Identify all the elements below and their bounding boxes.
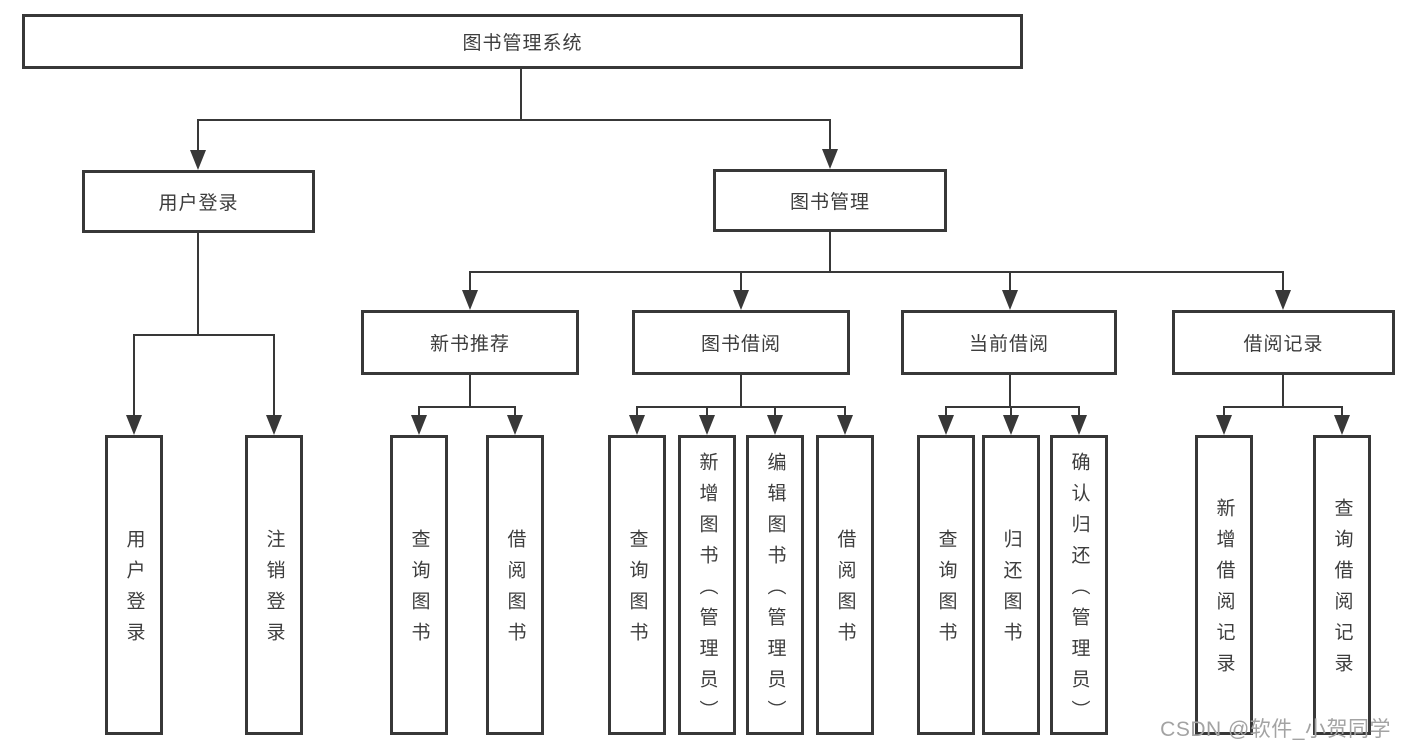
- connector-line: [1078, 406, 1080, 417]
- arrow-down-icon: [629, 415, 645, 435]
- leaf-add-borrow-record: 新增借阅记录: [1195, 435, 1253, 735]
- connector-line: [1009, 375, 1011, 408]
- leaf-return-books: 归还图书: [982, 435, 1040, 735]
- leaf-logout: 注销登录: [245, 435, 303, 735]
- connector-line: [1223, 406, 1225, 417]
- leaf-label: 查询图书: [408, 529, 430, 653]
- connector-line: [1282, 271, 1284, 293]
- connector-line: [844, 406, 846, 417]
- connector-line: [197, 119, 831, 121]
- connector-line: [1282, 375, 1284, 408]
- node-new-book-recommend: 新书推荐: [361, 310, 579, 375]
- connector-line: [1009, 271, 1011, 293]
- arrow-down-icon: [767, 415, 783, 435]
- connector-line: [469, 375, 471, 408]
- arrow-down-icon: [822, 149, 838, 169]
- leaf-edit-books-admin: 编辑图书（管理员）: [746, 435, 804, 735]
- connector-line: [418, 406, 420, 417]
- leaf-query-borrow-record: 查询借阅记录: [1313, 435, 1371, 735]
- arrow-down-icon: [1002, 290, 1018, 310]
- arrow-down-icon: [1071, 415, 1087, 435]
- arrow-down-icon: [733, 290, 749, 310]
- leaf-label: 查询图书: [935, 529, 957, 653]
- leaf-label: 确认归还（管理员）: [1068, 451, 1090, 731]
- arrow-down-icon: [507, 415, 523, 435]
- connector-line: [740, 375, 742, 408]
- leaf-label: 新增图书（管理员）: [696, 451, 718, 731]
- arrow-down-icon: [938, 415, 954, 435]
- leaf-label: 查询图书: [626, 529, 648, 653]
- csdn-watermark: CSDN @软件_小贺同学: [1160, 718, 1391, 741]
- connector-line: [829, 119, 831, 151]
- leaf-query-books-recommend: 查询图书: [390, 435, 448, 735]
- connector-line: [520, 68, 522, 120]
- leaf-confirm-return-admin: 确认归还（管理员）: [1050, 435, 1108, 735]
- connector-line: [133, 334, 275, 336]
- connector-line: [197, 233, 199, 336]
- connector-line: [514, 406, 516, 417]
- connector-line: [740, 271, 742, 293]
- arrow-down-icon: [1216, 415, 1232, 435]
- leaf-label: 编辑图书（管理员）: [764, 451, 786, 731]
- node-root-library-system: 图书管理系统: [22, 14, 1023, 69]
- node-book-borrow: 图书借阅: [632, 310, 850, 375]
- arrow-down-icon: [126, 415, 142, 435]
- leaf-label: 用户登录: [123, 529, 145, 653]
- arrow-down-icon: [1003, 415, 1019, 435]
- arrow-down-icon: [266, 415, 282, 435]
- arrow-down-icon: [411, 415, 427, 435]
- leaf-query-books-current: 查询图书: [917, 435, 975, 735]
- arrow-down-icon: [462, 290, 478, 310]
- connector-line: [469, 271, 471, 293]
- connector-line: [636, 406, 638, 417]
- connector-line: [774, 406, 776, 417]
- connector-line: [470, 271, 1284, 273]
- arrow-down-icon: [1334, 415, 1350, 435]
- leaf-label: 注销登录: [263, 529, 285, 653]
- connector-line: [1010, 406, 1012, 417]
- arrow-down-icon: [699, 415, 715, 435]
- leaf-borrow-books: 借阅图书: [816, 435, 874, 735]
- node-current-borrow: 当前借阅: [901, 310, 1117, 375]
- leaf-add-books-admin: 新增图书（管理员）: [678, 435, 736, 735]
- connector-line: [273, 334, 275, 417]
- node-borrow-records: 借阅记录: [1172, 310, 1395, 375]
- leaf-label: 新增借阅记录: [1213, 498, 1235, 684]
- connector-line: [829, 232, 831, 273]
- leaf-label: 借阅图书: [504, 529, 526, 653]
- arrow-down-icon: [190, 150, 206, 170]
- node-user-login: 用户登录: [82, 170, 315, 233]
- node-book-management: 图书管理: [713, 169, 947, 232]
- leaf-user-login: 用户登录: [105, 435, 163, 735]
- connector-line: [637, 406, 846, 408]
- connector-line: [706, 406, 708, 417]
- connector-line: [1224, 406, 1343, 408]
- connector-line: [1341, 406, 1343, 417]
- leaf-label: 查询借阅记录: [1331, 498, 1353, 684]
- leaf-borrow-books-recommend: 借阅图书: [486, 435, 544, 735]
- connector-line: [945, 406, 947, 417]
- connector-line: [133, 334, 135, 417]
- connector-line: [419, 406, 516, 408]
- leaf-label: 借阅图书: [834, 529, 856, 653]
- arrow-down-icon: [1275, 290, 1291, 310]
- arrow-down-icon: [837, 415, 853, 435]
- connector-line: [946, 406, 1080, 408]
- leaf-label: 归还图书: [1000, 529, 1022, 653]
- leaf-query-books-borrow: 查询图书: [608, 435, 666, 735]
- connector-line: [197, 119, 199, 152]
